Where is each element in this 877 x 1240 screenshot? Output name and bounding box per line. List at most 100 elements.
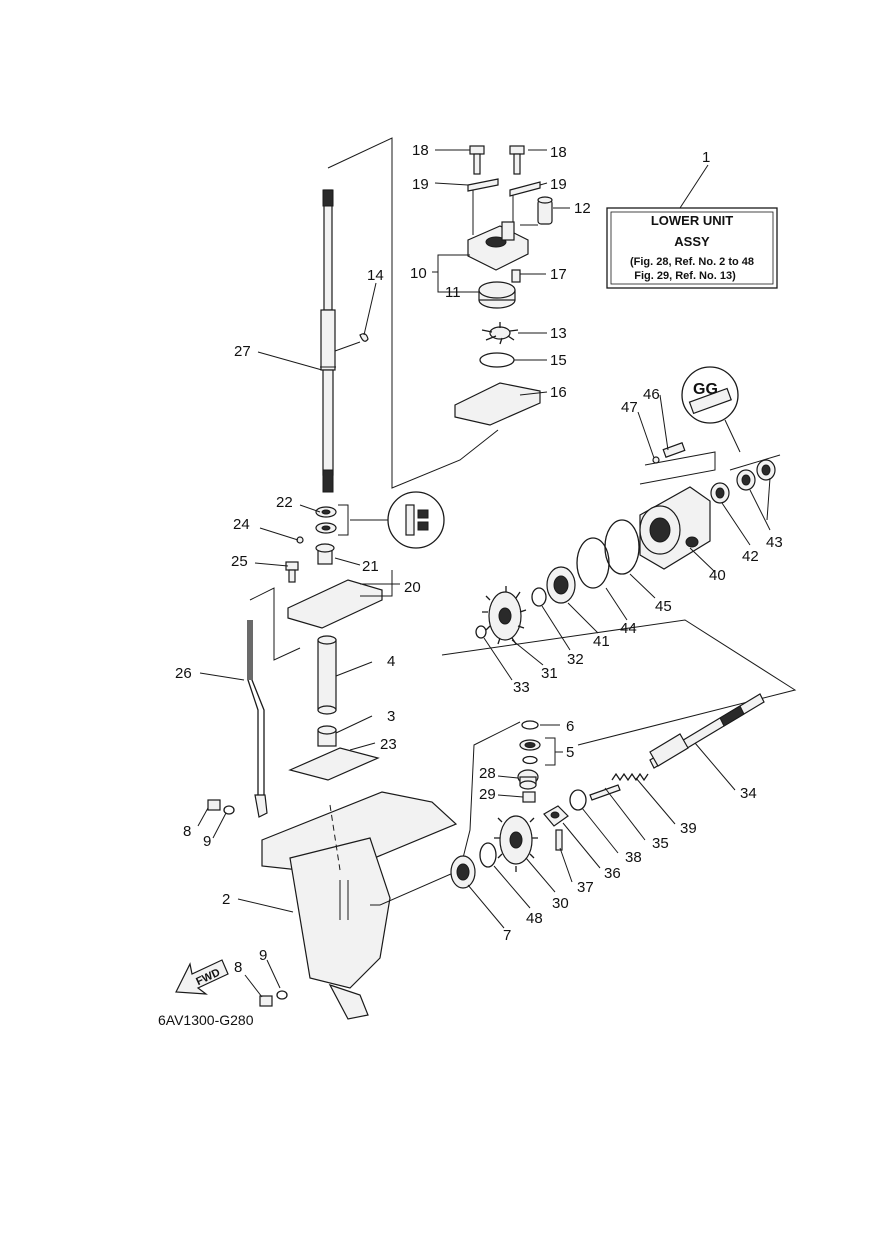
nut-29 bbox=[522, 791, 536, 803]
washer-9-lower bbox=[276, 990, 288, 1000]
label-21: 21 bbox=[362, 558, 379, 575]
label-11: 11 bbox=[445, 284, 461, 301]
reverse-gear bbox=[482, 586, 527, 645]
label-48: 48 bbox=[526, 910, 543, 927]
o-ring-45 bbox=[604, 519, 640, 575]
label-16: 16 bbox=[550, 384, 567, 401]
label-45: 45 bbox=[655, 598, 672, 615]
label-32: 32 bbox=[567, 651, 584, 668]
label-33: 33 bbox=[513, 679, 530, 696]
shim-48 bbox=[479, 842, 497, 868]
shift-rod bbox=[247, 620, 268, 818]
label-31: 31 bbox=[541, 665, 558, 682]
label-18a: 18 bbox=[412, 142, 429, 159]
label-46: 46 bbox=[643, 386, 660, 403]
o-ring-15 bbox=[479, 352, 515, 368]
bolt-18-right bbox=[509, 145, 525, 175]
leader-lines bbox=[197, 149, 771, 998]
label-5: 5 bbox=[566, 744, 574, 761]
drawing-code: 6AV1300-G280 bbox=[158, 1012, 254, 1028]
label-9a: 9 bbox=[203, 833, 211, 850]
label-13: 13 bbox=[550, 325, 567, 342]
lower-unit-assy-box: LOWER UNIT ASSY (Fig. 28, Ref. No. 2 to … bbox=[606, 149, 778, 289]
label-22: 22 bbox=[276, 494, 293, 511]
label-34: 34 bbox=[740, 785, 757, 802]
lower-case bbox=[261, 791, 458, 1020]
driveshaft-group-outline bbox=[327, 137, 499, 489]
label-19b: 19 bbox=[550, 176, 567, 193]
shim-32 bbox=[531, 587, 547, 607]
bolt-8-lower bbox=[259, 995, 273, 1007]
label-43: 43 bbox=[766, 534, 783, 551]
dowel-pin bbox=[511, 269, 521, 283]
label-28: 28 bbox=[479, 765, 496, 782]
label-26: 26 bbox=[175, 665, 192, 682]
part-labels: 18 18 19 19 12 10 17 11 14 13 15 27 16 4… bbox=[158, 142, 783, 1028]
bolt-25 bbox=[285, 561, 299, 583]
plate-23 bbox=[288, 747, 380, 781]
bushing-43-b bbox=[736, 469, 756, 491]
clip-19-right bbox=[509, 181, 541, 197]
label-23: 23 bbox=[380, 736, 397, 753]
bolt-46 bbox=[662, 442, 686, 458]
water-tube bbox=[537, 196, 553, 225]
pin-35 bbox=[589, 784, 621, 801]
label-4: 4 bbox=[387, 653, 395, 670]
label-37: 37 bbox=[577, 879, 594, 896]
label-20: 20 bbox=[404, 579, 421, 596]
label-8b: 8 bbox=[234, 959, 242, 976]
label-29: 29 bbox=[479, 786, 496, 803]
collar-3 bbox=[317, 725, 337, 747]
label-36: 36 bbox=[604, 865, 621, 882]
outer-plate bbox=[454, 382, 541, 426]
label-24: 24 bbox=[233, 516, 250, 533]
dog-clutch-36 bbox=[543, 805, 569, 827]
insert-cartridge bbox=[478, 281, 516, 309]
lubricant-symbol: GG bbox=[693, 381, 718, 398]
drive-shaft-tube bbox=[317, 635, 337, 715]
o-ring-44 bbox=[576, 537, 610, 589]
bushing-43-a bbox=[756, 459, 776, 481]
label-27: 27 bbox=[234, 343, 251, 360]
bearing-22-lower bbox=[315, 522, 337, 534]
title-line-4: Fig. 29, Ref. No. 13) bbox=[634, 270, 736, 282]
spring-39 bbox=[611, 772, 649, 782]
shim-33 bbox=[475, 625, 487, 639]
label-38: 38 bbox=[625, 849, 642, 866]
bolt-8-upper bbox=[207, 799, 221, 811]
label-3: 3 bbox=[387, 708, 395, 725]
label-12: 12 bbox=[574, 200, 591, 217]
label-47: 47 bbox=[621, 399, 638, 416]
label-40: 40 bbox=[709, 567, 726, 584]
propeller-shaft-group-outline bbox=[441, 619, 797, 746]
label-35: 35 bbox=[652, 835, 669, 852]
impeller bbox=[481, 322, 519, 345]
label-25: 25 bbox=[231, 553, 248, 570]
label-2: 2 bbox=[222, 891, 230, 908]
washer-9-upper bbox=[223, 805, 235, 815]
drive-shaft-housing-20 bbox=[287, 579, 383, 629]
label-19a: 19 bbox=[412, 176, 429, 193]
cross-pin-37 bbox=[555, 829, 563, 851]
bolt-18-left bbox=[469, 145, 485, 175]
water-pump-housing bbox=[467, 221, 529, 271]
label-14: 14 bbox=[367, 267, 384, 284]
clip-19-left bbox=[467, 178, 499, 192]
label-15: 15 bbox=[550, 352, 567, 369]
woodruff-key bbox=[359, 333, 369, 342]
title-line-3: (Fig. 28, Ref. No. 2 to 48 bbox=[630, 256, 754, 268]
fwd-arrow-icon: FWD bbox=[175, 959, 229, 995]
grease-detail: GG bbox=[681, 366, 739, 424]
label-39: 39 bbox=[680, 820, 697, 837]
ring-38 bbox=[569, 789, 587, 811]
propeller-shaft bbox=[649, 693, 765, 769]
label-7: 7 bbox=[503, 927, 511, 944]
taper-bearing-7 bbox=[450, 855, 476, 889]
label-41: 41 bbox=[593, 633, 610, 650]
pinion-28 bbox=[517, 769, 539, 790]
callout-1: 1 bbox=[702, 149, 710, 166]
label-6: 6 bbox=[566, 718, 574, 735]
label-8a: 8 bbox=[183, 823, 191, 840]
title-line-2: ASSY bbox=[674, 234, 710, 249]
